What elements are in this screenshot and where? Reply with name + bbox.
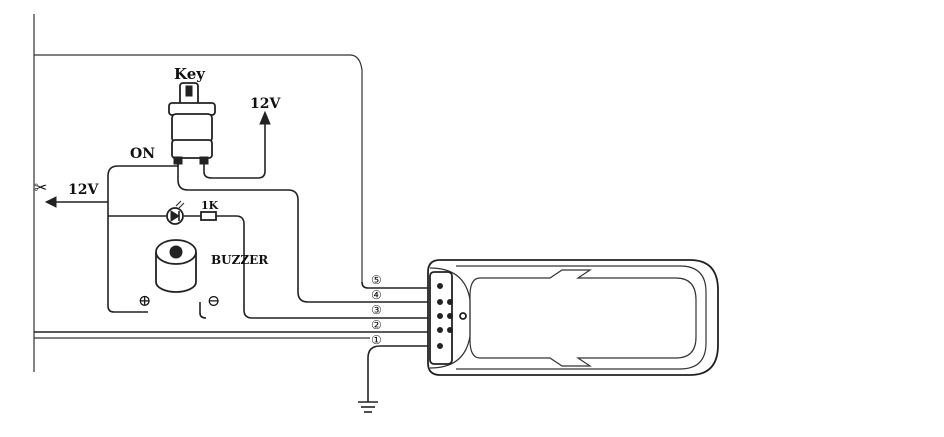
wire-4 <box>177 164 435 303</box>
wire-5 <box>361 281 435 289</box>
buzzer-minus-icon: ⊖ <box>207 291 220 310</box>
pin-5-label: ⑤ <box>371 273 382 287</box>
led-resistor-branch: 1K <box>108 199 435 319</box>
alarm-module <box>427 259 719 376</box>
resistor-icon <box>200 211 217 221</box>
pin-2-label: ② <box>371 318 382 332</box>
resistor-label: 1K <box>201 199 219 212</box>
pin-4-label: ④ <box>371 288 382 302</box>
pin-labels: ⑤ ④ ③ ② ① <box>371 273 382 347</box>
supply-12v-top: 12V <box>203 96 281 179</box>
on-label: ON <box>130 146 155 162</box>
key-label: Key <box>174 65 206 83</box>
arrow-up-icon <box>259 110 271 125</box>
scissors-icon: ✂ <box>34 178 47 197</box>
enclosure-outline <box>33 14 370 372</box>
supply-12v-left-label: 12V <box>68 182 99 198</box>
buzzer-label: BUZZER <box>211 253 269 267</box>
buzzer: BUZZER ⊕ ⊖ <box>138 239 269 310</box>
pin-3-label: ③ <box>371 303 382 317</box>
wire-3 <box>216 215 435 319</box>
supply-12v-left: ✂ 12V <box>34 178 108 208</box>
buzzer-plus-icon: ⊕ <box>138 291 151 310</box>
ignition-key-switch: Key <box>168 65 216 165</box>
pin-1-label: ① <box>371 333 382 347</box>
arrow-left-icon <box>44 196 57 208</box>
supply-12v-top-label: 12V <box>250 96 281 112</box>
wire-1 <box>367 345 435 402</box>
ground-icon <box>358 401 378 413</box>
connector-pins <box>437 283 453 349</box>
